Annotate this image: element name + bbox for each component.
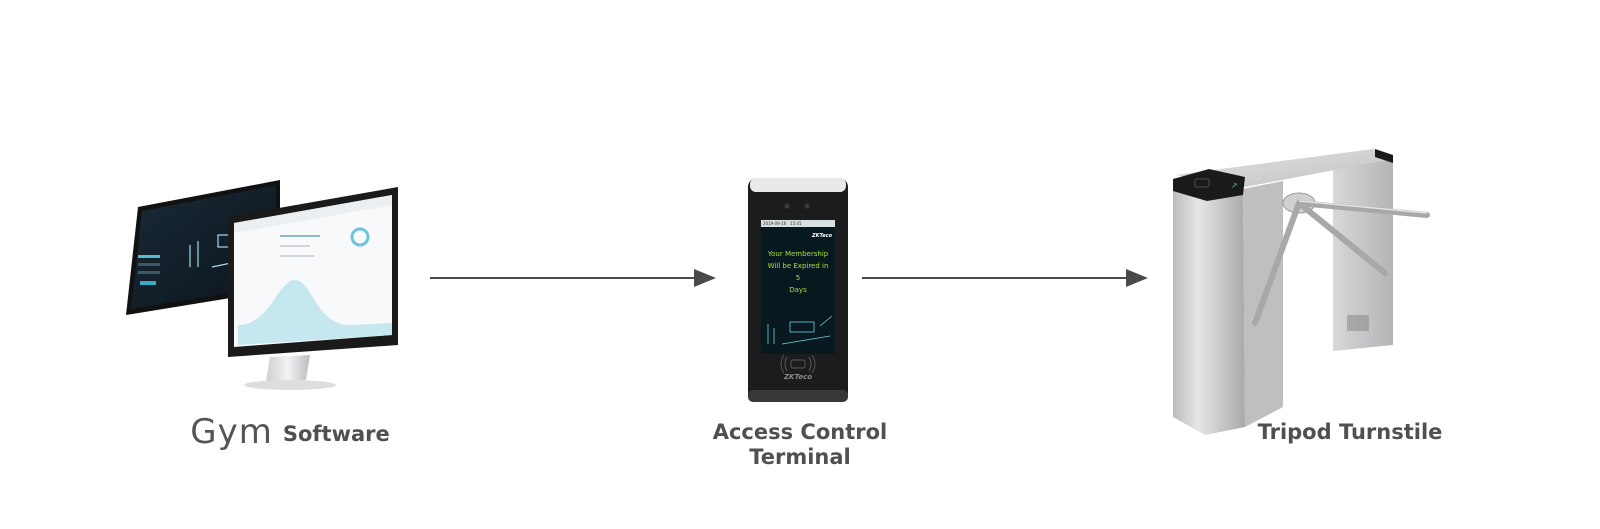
- message-line-1: Your Membership: [767, 250, 829, 258]
- software-node: [120, 175, 420, 415]
- terminal-status-time: 2019-09-16 15:41: [763, 221, 802, 226]
- tripod-arm: [1252, 200, 1302, 326]
- arrow-terminal-to-turnstile: [862, 266, 1152, 290]
- software-label: Software: [282, 422, 390, 446]
- tripod-arm: [1296, 200, 1388, 276]
- arrow-software-to-terminal: [430, 266, 720, 290]
- message-line-4: Days: [789, 286, 807, 294]
- nfc-icon: [780, 354, 816, 374]
- terminal-node: 2019-09-16 15:41 ZKTeco Your Membership …: [746, 176, 850, 404]
- front-pillar: [1173, 179, 1245, 435]
- tripod-arm: [1296, 200, 1430, 218]
- terminal-footer-brand: ZKTeco: [783, 373, 813, 381]
- message-line-2: Will be Expired in: [767, 262, 829, 270]
- svg-text:↗: ↗: [1231, 181, 1238, 190]
- monitors-illustration: [126, 180, 398, 390]
- software-caption: Gym Software: [175, 415, 405, 449]
- terminal-caption: Access Control Terminal: [690, 420, 910, 470]
- gym-logo: Gym: [190, 412, 273, 452]
- terminal-screen-brand: ZKTeco: [812, 233, 833, 239]
- turnstile-caption: Tripod Turnstile: [1257, 420, 1443, 444]
- terminal-label-line-1: Access Control: [712, 420, 888, 444]
- message-line-3: 5: [795, 274, 801, 282]
- turnstile-illustration: ↗: [1173, 149, 1430, 435]
- turnstile-node: ↗: [1165, 145, 1435, 435]
- terminal-label-line-2: Terminal: [749, 445, 851, 469]
- membership-message: Your Membership Will be Expired in 5 Day…: [761, 248, 835, 296]
- terminal-body: [748, 178, 848, 402]
